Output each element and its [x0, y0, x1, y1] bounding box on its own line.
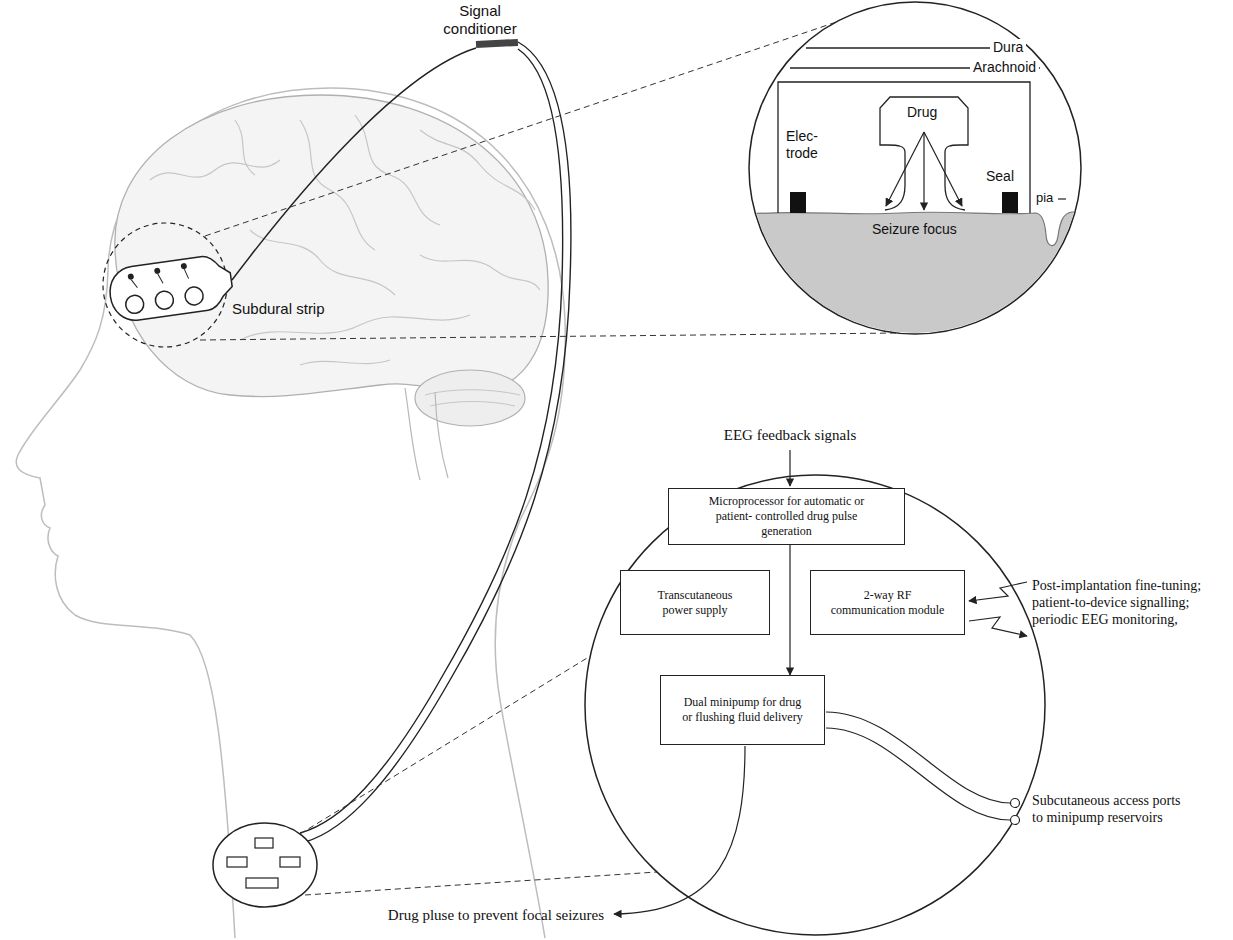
lead-wire [232, 48, 476, 280]
electrode-contact [180, 263, 187, 270]
flow-arrow [789, 545, 790, 675]
brain-gyrus [240, 315, 470, 340]
electrode [125, 294, 145, 314]
cerebellum [415, 370, 525, 426]
brain-gyrus [420, 130, 535, 210]
implant-module [227, 857, 247, 867]
zoom-guide [200, 333, 900, 340]
process-box: Dual minipump for drug or flushing fluid… [660, 675, 825, 745]
process-box: Transcutaneous power supply [620, 570, 770, 635]
drug-flow-arrow [923, 132, 924, 210]
signal-label: EEG feedback signals [690, 426, 890, 444]
drug-flow-arrow [886, 132, 924, 206]
cable [305, 42, 571, 842]
access-port [1011, 799, 1020, 808]
zoom-guide [305, 872, 657, 895]
rf-signal-arrow [969, 582, 1027, 601]
refill-tube [826, 712, 1010, 803]
component-label: Seal [986, 168, 1014, 185]
process-box: Microprocessor for automatic or patient-… [668, 488, 905, 545]
note-text: Post-implantation fine-tuning; patient-t… [1032, 578, 1222, 628]
seal [1002, 192, 1018, 213]
implant-module [280, 857, 300, 867]
region-label: Seizure focus [872, 221, 957, 238]
device-housing [778, 82, 1030, 213]
layer-label: Arachnoid [970, 59, 1039, 76]
brainstem [405, 388, 448, 480]
cable [300, 49, 563, 833]
rf-signal-arrow [969, 617, 1027, 636]
detail-circle [585, 475, 1045, 935]
note-text: Drug pluse to prevent focal seizures [330, 906, 604, 924]
component-label: Signal conditioner [430, 2, 530, 38]
brain-gyrus [150, 160, 280, 180]
brain-gyrus [300, 120, 375, 250]
cerebellum-folds [425, 390, 520, 406]
brain [115, 95, 548, 397]
implant-module [246, 878, 278, 888]
box-text: Transcutaneous power supply [651, 588, 739, 618]
electrode-contact [127, 273, 134, 280]
electrode-lead [131, 269, 189, 289]
layer-label: Dura [990, 39, 1026, 56]
implant-module [255, 838, 273, 848]
drug-reservoir [880, 97, 968, 210]
brain-gyrus [355, 115, 440, 225]
drug-output-arrow [614, 746, 745, 914]
component-label: Drug [907, 104, 937, 121]
electrode [790, 192, 806, 213]
input-arrow [789, 450, 790, 486]
electrode [154, 290, 174, 310]
zoom-guide [300, 655, 592, 834]
electrode [184, 286, 204, 306]
access-port [1011, 816, 1020, 825]
strip-outline [107, 253, 235, 323]
signal-conditioner [476, 39, 518, 48]
component-label: Elec- trode [786, 128, 830, 162]
brain-gyrus [250, 230, 395, 295]
layer-label: pia [1036, 190, 1053, 206]
refill-tube [826, 728, 1010, 820]
electrode-contact [154, 268, 161, 275]
box-text: Microprocessor for automatic or patient-… [705, 494, 868, 539]
pia-leader [1058, 198, 1066, 199]
cortex-tissue [750, 212, 1090, 340]
subdural-strip [107, 253, 235, 323]
box-text: Dual minipump for drug or flushing fluid… [680, 695, 805, 725]
brain-gyrus [235, 120, 255, 175]
process-box: 2-way RF communication module [810, 570, 965, 635]
drug-flow-arrow [924, 132, 962, 206]
component-label: Subdural strip [232, 300, 325, 318]
implant-housing [213, 823, 317, 907]
box-text: 2-way RF communication module [828, 588, 947, 618]
brain-gyrus [420, 255, 540, 290]
note-text: Subcutaneous access ports to minipump re… [1032, 793, 1194, 827]
brain-gyrus [300, 360, 390, 365]
